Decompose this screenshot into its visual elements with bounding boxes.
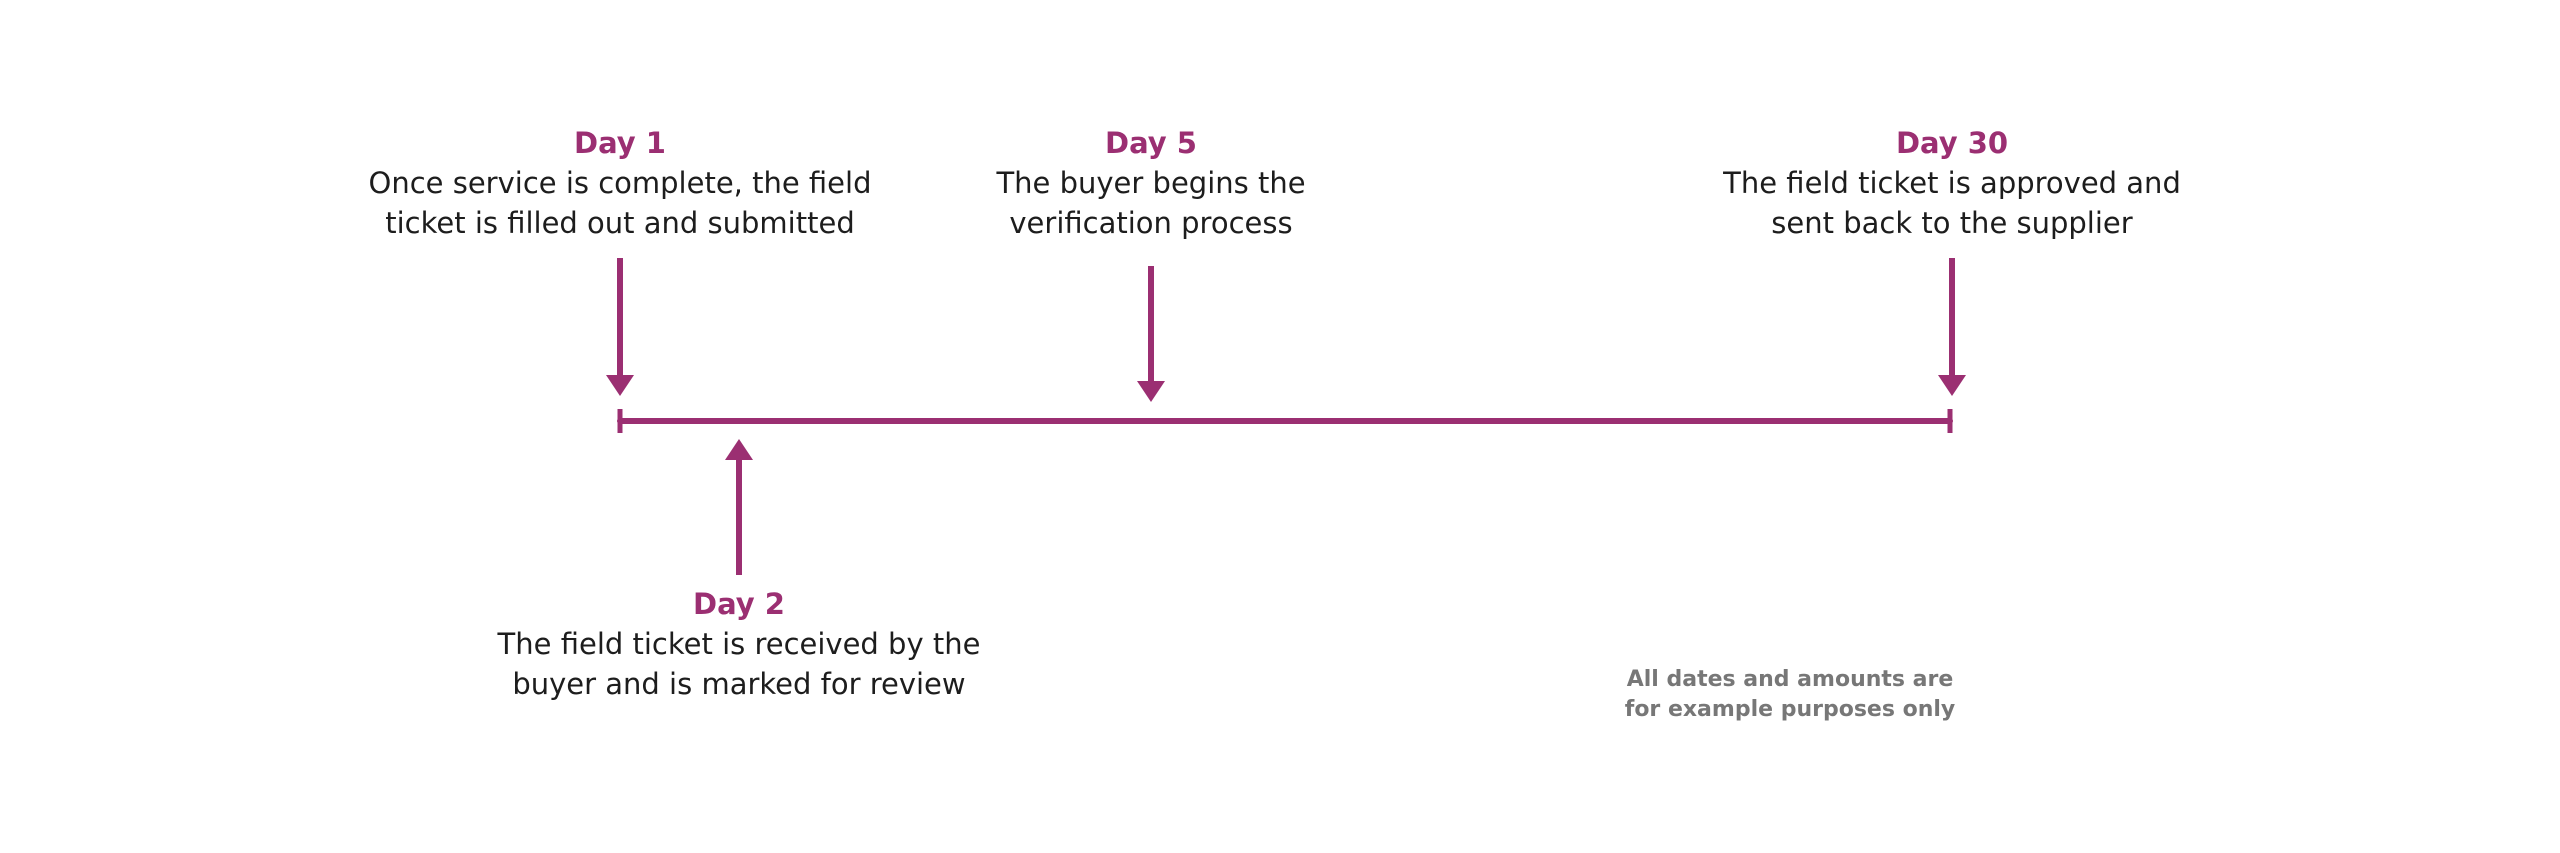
event-description-line: The buyer begins the (996, 166, 1306, 200)
event-day5: Day 5 The buyer begins the verification … (996, 123, 1305, 243)
event-day-label: Day 30 (1895, 126, 2009, 160)
event-description-line: sent back to the supplier (1771, 206, 2133, 240)
arrow-day5 (1137, 266, 1165, 402)
event-description: The field ticket is received by the buye… (498, 624, 981, 704)
event-day1: Day 1 Once service is complete, the fiel… (369, 123, 872, 243)
event-description-line: Once service is complete, the field (368, 166, 872, 200)
event-day30: Day 30 The field ticket is approved and … (1723, 123, 2181, 243)
disclaimer-note: All dates and amounts are for example pu… (1625, 665, 1956, 725)
event-description-line: verification process (1009, 206, 1293, 240)
event-description: The field ticket is approved and sent ba… (1723, 163, 2181, 243)
disclaimer-line: for example purposes only (1624, 697, 1956, 722)
event-description-line: ticket is filled out and submitted (385, 206, 855, 240)
disclaimer-line: All dates and amounts are (1626, 667, 1954, 692)
arrow-day1 (606, 258, 634, 396)
event-description: The buyer begins the verification proces… (996, 163, 1305, 243)
event-day-label: Day 5 (1105, 126, 1197, 160)
arrow-day2 (725, 439, 753, 575)
event-description: Once service is complete, the field tick… (369, 163, 872, 243)
event-description-line: The field ticket is received by the (497, 627, 981, 661)
event-day-label: Day 2 (693, 587, 785, 621)
arrow-day30 (1938, 258, 1966, 396)
event-day-label: Day 1 (574, 126, 666, 160)
event-description-line: buyer and is marked for review (512, 667, 966, 701)
event-day2: Day 2 The field ticket is received by th… (498, 584, 981, 704)
event-description-line: The field ticket is approved and (1723, 166, 2181, 200)
